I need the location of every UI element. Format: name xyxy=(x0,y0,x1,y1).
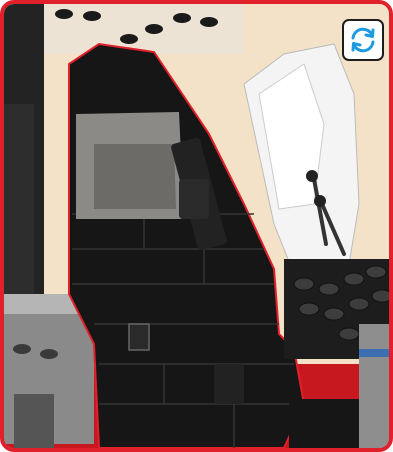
rotate-view-icon xyxy=(347,24,379,56)
lego-build-illustration xyxy=(4,4,389,448)
small-tile xyxy=(129,324,149,350)
top-brick-row xyxy=(44,4,244,54)
grey-block-right xyxy=(359,324,389,448)
rotate-view-button[interactable] xyxy=(342,19,384,61)
